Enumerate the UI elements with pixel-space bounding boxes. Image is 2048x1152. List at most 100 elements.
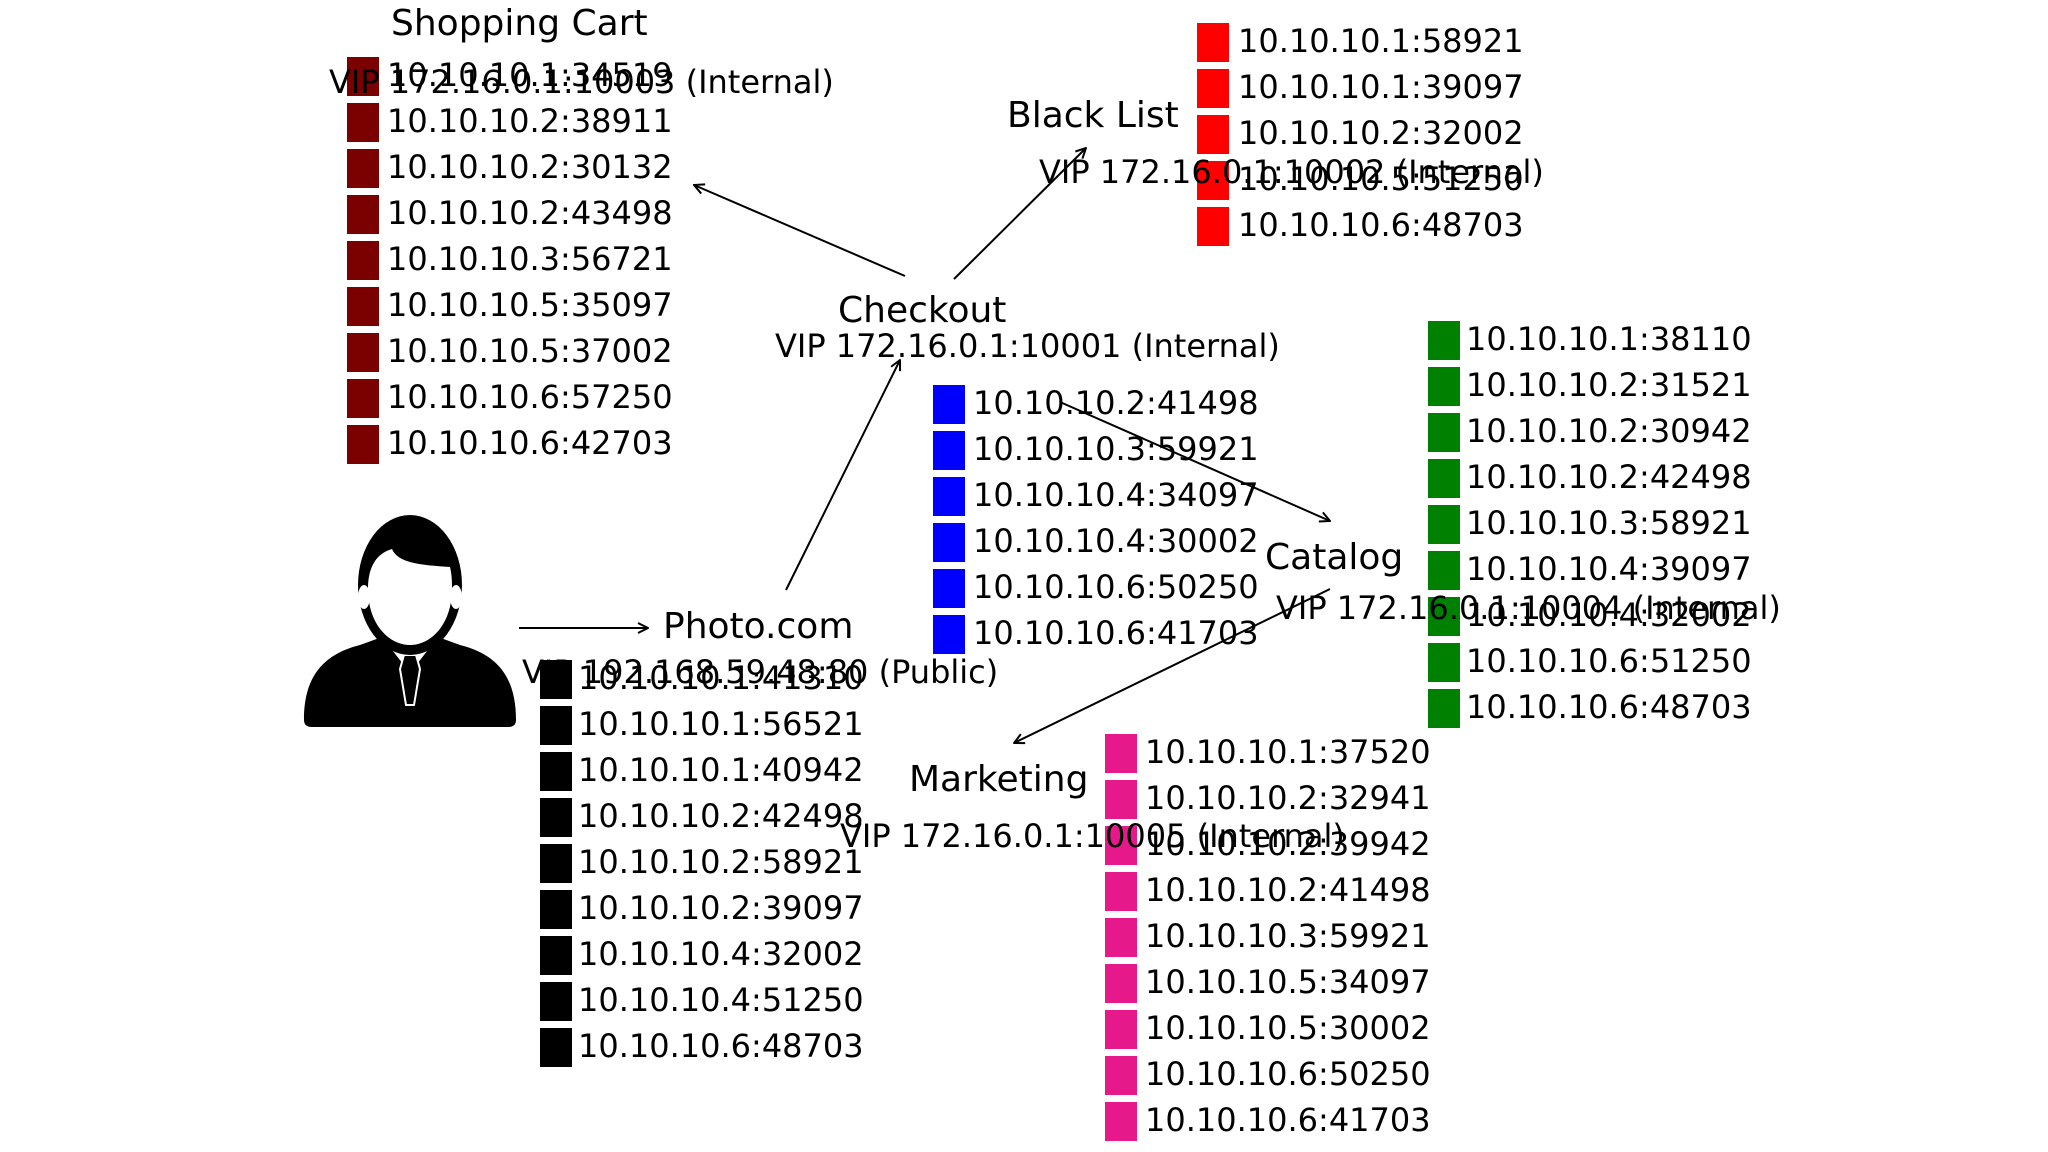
black-list-endpoint-label: 10.10.10.6:48703 xyxy=(1238,206,1524,244)
shopping-cart-endpoint-marker xyxy=(346,332,380,373)
marketing-endpoint-marker xyxy=(1104,1055,1138,1096)
marketing-endpoint-label: 10.10.10.2:39942 xyxy=(1145,825,1431,863)
checkout-endpoint-label: 10.10.10.6:41703 xyxy=(973,614,1259,652)
arrow-photo-to-checkout xyxy=(785,360,900,591)
shopping-cart-endpoint-label: 10.10.10.6:57250 xyxy=(387,378,673,416)
checkout-endpoint-label: 10.10.10.2:41498 xyxy=(973,384,1259,422)
checkout-endpoint-marker xyxy=(932,476,966,517)
catalog-endpoint-label: 10.10.10.2:30942 xyxy=(1466,412,1752,450)
marketing-endpoint-marker xyxy=(1104,825,1138,866)
black-list-endpoint-marker xyxy=(1196,22,1230,63)
black-list-endpoint-label: 10.10.10.1:39097 xyxy=(1238,68,1524,106)
marketing-endpoint-label: 10.10.10.5:30002 xyxy=(1145,1009,1431,1047)
shopping-cart-endpoint-label: 10.10.10.3:56721 xyxy=(387,240,673,278)
catalog-endpoint-marker xyxy=(1427,458,1461,499)
checkout-endpoint-label: 10.10.10.4:30002 xyxy=(973,522,1259,560)
checkout-vip: VIP 172.16.0.1:10001 (Internal) xyxy=(775,327,1280,365)
catalog-endpoint-label: 10.10.10.4:32002 xyxy=(1466,596,1752,634)
shopping-cart-endpoint-label: 10.10.10.2:43498 xyxy=(387,194,673,232)
black-list-endpoint-marker xyxy=(1196,68,1230,109)
shopping-cart-title: Shopping Cart xyxy=(391,3,648,44)
photo-endpoint-marker xyxy=(539,1027,573,1068)
shopping-cart-endpoint-label: 10.10.10.6:42703 xyxy=(387,424,673,462)
catalog-endpoint-marker xyxy=(1427,596,1461,637)
photo-endpoint-label: 10.10.10.4:32002 xyxy=(578,935,864,973)
catalog-endpoint-label: 10.10.10.2:42498 xyxy=(1466,458,1752,496)
black-list-endpoint-marker xyxy=(1196,114,1230,155)
shopping-cart-endpoint-marker xyxy=(346,286,380,327)
catalog-endpoint-marker xyxy=(1427,320,1461,361)
marketing-endpoint-marker xyxy=(1104,733,1138,774)
photo-endpoint-label: 10.10.10.2:42498 xyxy=(578,797,864,835)
checkout-endpoint-label: 10.10.10.3:59921 xyxy=(973,430,1259,468)
catalog-endpoint-marker xyxy=(1427,550,1461,591)
shopping-cart-endpoint-marker xyxy=(346,56,380,97)
photo-title: Photo.com xyxy=(663,606,854,647)
marketing-endpoint-marker xyxy=(1104,963,1138,1004)
marketing-endpoint-marker xyxy=(1104,917,1138,958)
marketing-endpoint-label: 10.10.10.6:50250 xyxy=(1145,1055,1431,1093)
shopping-cart-vip: VIP 172.16.0.1:10003 (Internal) xyxy=(329,63,834,101)
black-list-endpoint-marker xyxy=(1196,206,1230,247)
shopping-cart-endpoint-label: 10.10.10.5:35097 xyxy=(387,286,673,324)
photo-endpoint-label: 10.10.10.1:41310 xyxy=(578,659,864,697)
black-list-title: Black List xyxy=(1007,95,1179,136)
shopping-cart-endpoint-marker xyxy=(346,148,380,189)
catalog-endpoint-marker xyxy=(1427,642,1461,683)
checkout-endpoint-label: 10.10.10.4:34097 xyxy=(973,476,1259,514)
shopping-cart-endpoint-label: 10.10.10.1:34519 xyxy=(387,56,673,94)
black-list-endpoint-label: 10.10.10.1:58921 xyxy=(1238,22,1524,60)
shopping-cart-endpoint-marker xyxy=(346,378,380,419)
user-avatar-icon xyxy=(304,515,516,727)
photo-endpoint-marker xyxy=(539,889,573,930)
photo-vip: VIP 192.168.59.48:80 (Public) xyxy=(522,653,999,691)
catalog-vip: VIP 172.16.0.1:10004 (Internal) xyxy=(1276,589,1781,627)
photo-endpoint-label: 10.10.10.1:40942 xyxy=(578,751,864,789)
marketing-vip: VIP 172.16.0.1:10005 (Internal) xyxy=(840,817,1345,855)
photo-endpoint-label: 10.10.10.4:51250 xyxy=(578,981,864,1019)
photo-endpoint-marker xyxy=(539,659,573,700)
marketing-endpoint-marker xyxy=(1104,1101,1138,1142)
shopping-cart-endpoint-marker xyxy=(346,240,380,281)
shopping-cart-endpoint-marker xyxy=(346,194,380,235)
marketing-endpoint-marker xyxy=(1104,1009,1138,1050)
shopping-cart-endpoint-label: 10.10.10.2:38911 xyxy=(387,102,673,140)
catalog-endpoint-label: 10.10.10.3:58921 xyxy=(1466,504,1752,542)
marketing-endpoint-marker xyxy=(1104,779,1138,820)
photo-endpoint-label: 10.10.10.6:48703 xyxy=(578,1027,864,1065)
checkout-title: Checkout xyxy=(838,290,1007,331)
arrow-checkout-to-shopping-cart xyxy=(694,185,906,277)
photo-endpoint-marker xyxy=(539,843,573,884)
catalog-endpoint-label: 10.10.10.4:39097 xyxy=(1466,550,1752,588)
catalog-endpoint-marker xyxy=(1427,412,1461,453)
marketing-endpoint-label: 10.10.10.3:59921 xyxy=(1145,917,1431,955)
catalog-endpoint-marker xyxy=(1427,366,1461,407)
marketing-endpoint-label: 10.10.10.2:32941 xyxy=(1145,779,1431,817)
photo-endpoint-label: 10.10.10.1:56521 xyxy=(578,705,864,743)
catalog-endpoint-label: 10.10.10.6:51250 xyxy=(1466,642,1752,680)
marketing-endpoint-marker xyxy=(1104,871,1138,912)
shopping-cart-endpoint-label: 10.10.10.2:30132 xyxy=(387,148,673,186)
marketing-endpoint-label: 10.10.10.2:41498 xyxy=(1145,871,1431,909)
shopping-cart-endpoint-marker xyxy=(346,102,380,143)
black-list-endpoint-label: 10.10.10.5:51250 xyxy=(1238,160,1524,198)
checkout-endpoint-marker xyxy=(932,568,966,609)
checkout-endpoint-marker xyxy=(932,614,966,655)
catalog-endpoint-label: 10.10.10.6:48703 xyxy=(1466,688,1752,726)
marketing-title: Marketing xyxy=(909,759,1089,800)
photo-endpoint-label: 10.10.10.2:58921 xyxy=(578,843,864,881)
catalog-endpoint-marker xyxy=(1427,688,1461,729)
checkout-endpoint-label: 10.10.10.6:50250 xyxy=(973,568,1259,606)
checkout-endpoint-marker xyxy=(932,384,966,425)
checkout-endpoint-marker xyxy=(932,430,966,471)
marketing-endpoint-label: 10.10.10.1:37520 xyxy=(1145,733,1431,771)
catalog-endpoint-marker xyxy=(1427,504,1461,545)
photo-endpoint-marker xyxy=(539,981,573,1022)
catalog-endpoint-label: 10.10.10.2:31521 xyxy=(1466,366,1752,404)
checkout-endpoint-marker xyxy=(932,522,966,563)
catalog-title: Catalog xyxy=(1265,537,1404,578)
shopping-cart-endpoint-marker xyxy=(346,424,380,465)
black-list-vip: VIP 172.16.0.1:10002 (Internal) xyxy=(1039,153,1544,191)
black-list-endpoint-marker xyxy=(1196,160,1230,201)
